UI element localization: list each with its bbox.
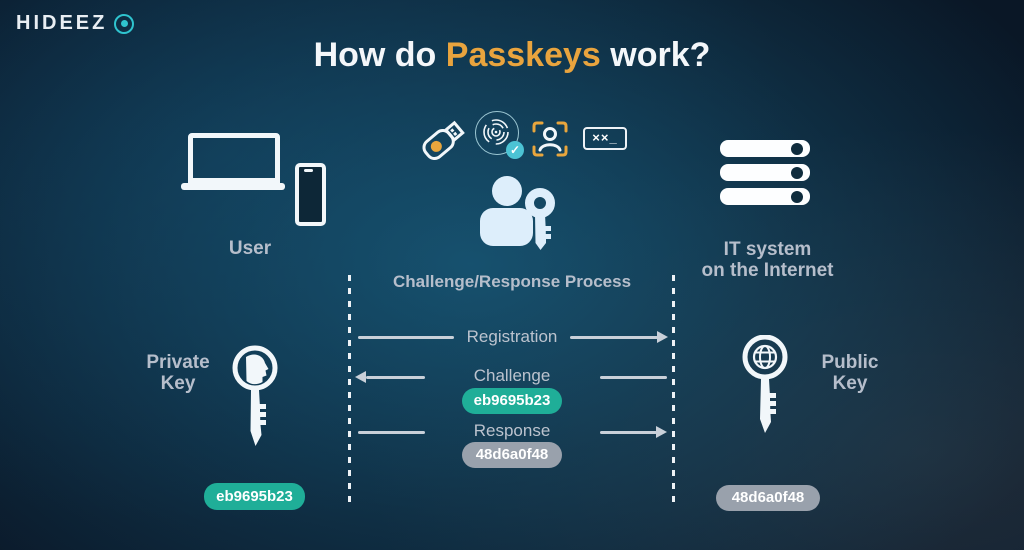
private-key-value-badge: eb9695b23 [204,483,305,510]
public-key-label-line1: Public [821,352,879,373]
private-key-label: Private Key [136,352,220,394]
registration-line-left [358,336,454,339]
laptop-base [181,183,285,190]
response-value-badge: 48d6a0f48 [462,442,562,468]
user-label: User [228,238,272,259]
user-key-icon [475,172,557,257]
page-title: How do Passkeys work? [0,36,1024,75]
public-key-value-badge: 48d6a0f48 [716,485,820,511]
server-icon [720,140,810,212]
public-key-label: Public Key [808,352,892,394]
public-key-label-line2: Key [832,373,868,394]
registration-arrowhead-right [657,331,668,343]
smartphone-icon [295,163,326,226]
challenge-line-right [600,376,667,379]
brand-logo-text: HIDEEZ [16,12,108,34]
password-icon: ××_ [583,127,627,150]
title-highlight: Passkeys [445,36,601,74]
challenge-line-left [366,376,425,379]
private-key-label-line2: Key [160,373,196,394]
registration-line-right [570,336,658,339]
brand-logo: HIDEEZ [16,12,135,35]
right-boundary-dashed-line [672,275,675,508]
challenge-label: Challenge [473,366,551,385]
response-line-right [600,431,657,434]
face-id-icon [532,121,568,157]
fingerprint-icon: ✓ [475,111,524,159]
private-key-icon [213,344,297,461]
it-system-label-line2: on the Internet [701,260,834,281]
laptop-icon [188,133,280,183]
private-key-label-line1: Private [146,352,210,373]
process-heading: Challenge/Response Process [392,272,632,291]
response-line-left [358,431,425,434]
challenge-arrowhead-left [355,371,366,383]
challenge-value-badge: eb9695b23 [462,388,562,414]
title-part1: How do [313,36,446,74]
left-boundary-dashed-line [348,275,351,508]
security-key-icon [410,106,478,174]
registration-label: Registration [466,327,558,346]
it-system-label-line1: IT system [723,239,812,260]
title-part2: work? [600,36,711,74]
it-system-label: IT system on the Internet [680,239,855,281]
response-label: Response [473,421,551,440]
brand-logo-icon [114,13,135,34]
public-key-icon [725,334,811,445]
response-arrowhead-right [656,426,667,438]
checkmark-icon: ✓ [506,141,524,159]
